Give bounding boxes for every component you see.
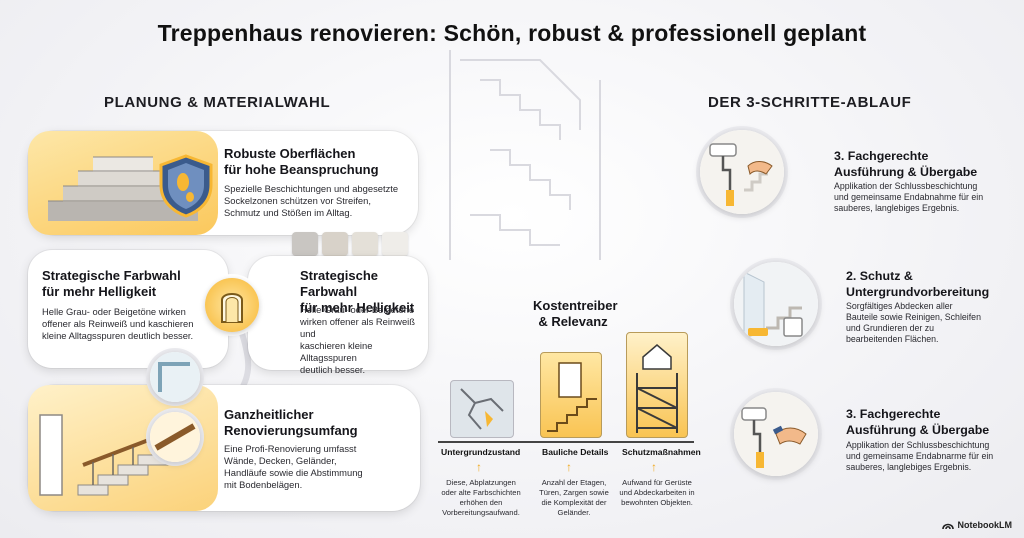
card-renovation-scope: Ganzheitlicher Renovierungsumfang Eine P… [28,385,420,511]
section-heading-steps: DER 3-SCHRITTE-ABLAUF [708,94,912,111]
card-color-left-title: Strategische Farbwahl für mehr Helligkei… [42,268,181,299]
detail-circle-handrail [150,412,200,462]
color-swatch-3 [352,232,378,256]
step-1-text: Applikation der Schlussbeschichtung und … [834,181,984,213]
color-swatch-1 [292,232,318,256]
shield-icon [159,154,213,218]
cost-label-construction-details: Bauliche Details [542,447,609,457]
scaffolding-house-icon [626,332,688,438]
step-2-text: Sorgfältiges Abdecken aller Bauteile sow… [846,301,981,344]
arrow-up-icon: ↑ [566,460,572,474]
page-title: Treppenhaus renovieren: Schön, robust & … [157,20,867,46]
card-color-left-text: Helle Grau- oder Beigetöne wirken offene… [42,306,194,341]
step-illustration-roller-handshake [700,130,784,214]
card-color-choice-left: Strategische Farbwahl für mehr Helligkei… [28,250,228,368]
section-heading-planning: PLANUNG & MATERIALWAHL [104,94,331,111]
color-swatch-2 [322,232,348,256]
arrow-up-icon: ↑ [651,460,657,474]
doorway-icon [205,278,259,332]
card-robust-surfaces: Robuste Oberflächen für hohe Beanspruchu… [28,131,418,235]
brand-notebooklm: NotebookLM [941,520,1012,530]
detail-circle-wall-corner [150,352,200,402]
background-staircase [449,50,601,260]
notebooklm-logo-icon [941,523,954,530]
card-color-choice-right: Strategische Farbwahl für mehr Helligkei… [248,256,428,375]
cost-text-substrate: Diese, Abplatzungen oder alte Farbschich… [441,478,521,517]
step-3-text: Applikation der Schlussbeschichtung und … [846,440,994,472]
card-color-right-text: Helle Grau- oder Beigetöne wirken offene… [300,304,415,375]
card-scope-title: Ganzheitlicher Renovierungsumfang [224,407,358,438]
step-illustration-roller-handshake-2 [734,392,818,476]
cost-heading: Kostentreiber & Relevanz [533,298,618,329]
cracked-wall-icon [450,380,514,438]
step-illustration-protection [734,262,818,346]
step-2-title: 2. Schutz & Untergrundvorbereitung [846,269,990,299]
step-3-title: 3. Fachgerechte Ausführung & Übergabe [846,407,990,437]
card-robust-text: Spezielle Beschichtungen und abgesetzte … [224,183,399,218]
cost-label-protection: Schutzmaßnahmen [622,447,701,457]
cost-label-substrate: Untergrundzustand [441,447,521,457]
card-robust-title: Robuste Oberflächen für hohe Beanspruchu… [224,146,379,177]
color-swatch-4 [382,232,408,256]
card-color-right-title: Strategische Farbwahl für mehr Helligkei… [300,268,415,315]
cost-text-construction-details: Anzahl der Etagen, Türen, Zargen sowie d… [539,478,609,517]
door-staircase-icon [540,352,602,438]
arrow-up-icon: ↑ [476,460,482,474]
cost-baseline [438,441,694,443]
card-scope-text: Eine Profi-Renovierung umfasst Wände, De… [224,443,363,490]
step-1-title: 3. Fachgerechte Ausführung & Übergabe [834,149,978,179]
cost-text-protection: Aufwand für Gerüste und Abdeckarbeiten i… [619,478,695,507]
